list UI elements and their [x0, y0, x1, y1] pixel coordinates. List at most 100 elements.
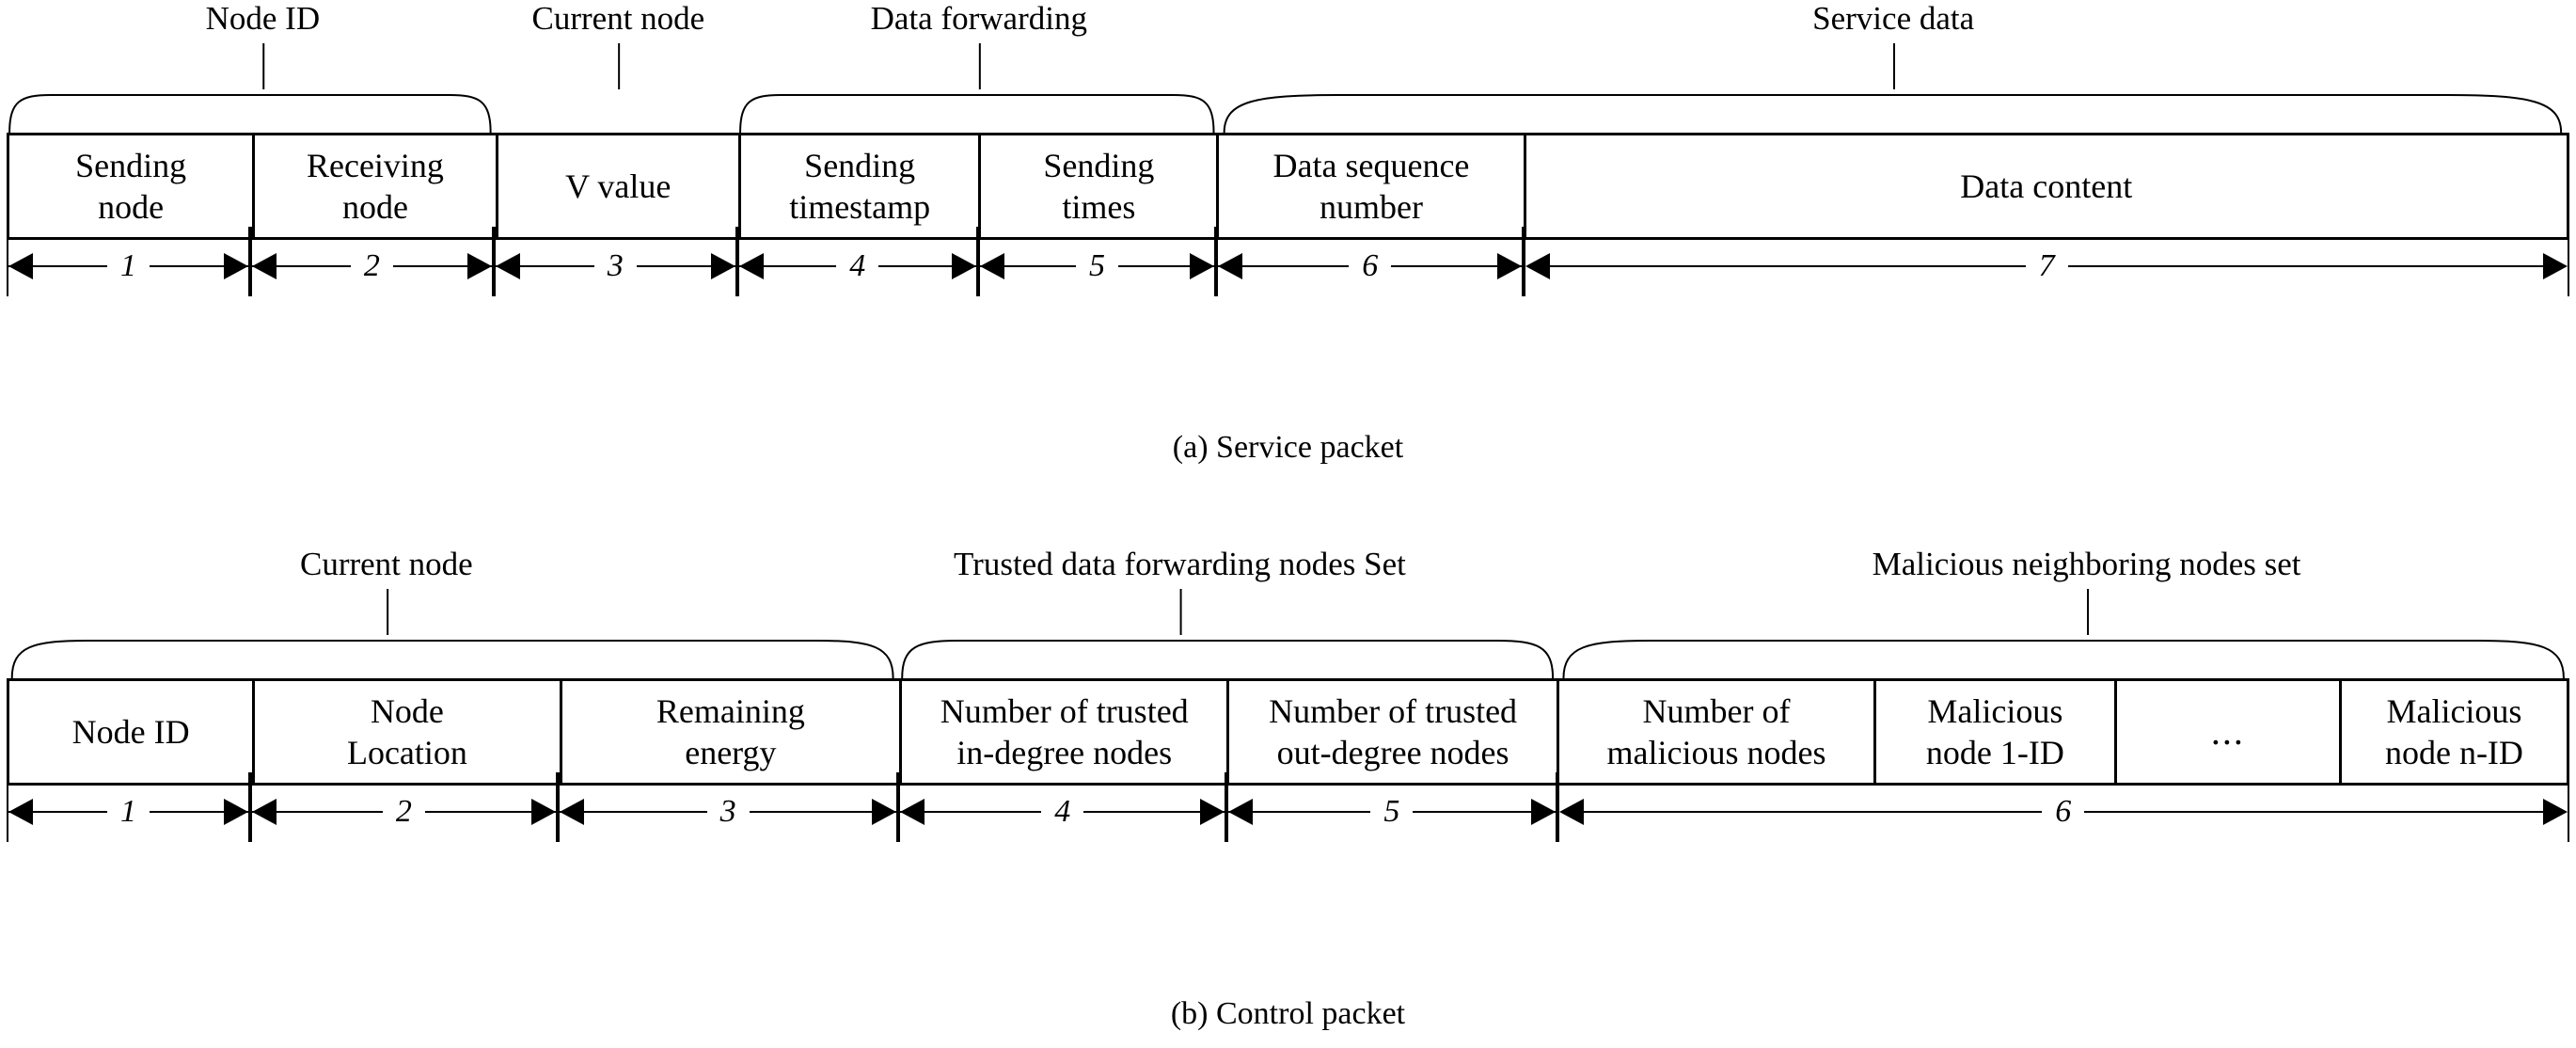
dimension-tick — [7, 772, 8, 842]
dimension-measure: 3 — [557, 772, 899, 842]
dimension-tick — [2567, 772, 2569, 842]
dimension-tick — [491, 227, 494, 296]
dimension-tick — [1524, 227, 1526, 296]
group-brace — [7, 635, 898, 678]
dimension-tick — [247, 772, 250, 842]
group-label-text: Service data — [1812, 0, 1975, 37]
leader-line — [2086, 589, 2089, 635]
dimension-measure: 2 — [249, 772, 558, 842]
control-packet-group-labels: Current node Trusted data forwarding node… — [0, 546, 2576, 635]
leader-line — [618, 43, 621, 89]
arrowhead-right-icon — [1200, 799, 1225, 825]
dimension-tick — [2567, 227, 2569, 296]
arrowhead-left-icon — [1558, 799, 1584, 825]
dimension-number: 6 — [1349, 249, 1392, 283]
arrowhead-right-icon — [466, 253, 492, 279]
arrowhead-right-icon — [223, 799, 248, 825]
dimension-measure: 6 — [1216, 227, 1525, 296]
group-label: Data forwarding — [870, 0, 1087, 89]
dimension-measure: 7 — [1524, 227, 2569, 296]
group-brace — [1557, 635, 2569, 678]
leader-line — [386, 589, 388, 635]
dimension-tick — [249, 772, 252, 842]
arrowhead-left-icon — [559, 799, 584, 825]
group-label: Malicious neighboring nodes set — [1872, 546, 2301, 635]
dimension-tick — [896, 772, 899, 842]
leader-line — [1893, 43, 1896, 89]
arrowhead-right-icon — [223, 253, 248, 279]
arrowhead-left-icon — [979, 253, 1004, 279]
arrowhead-right-icon — [530, 799, 556, 825]
arrowhead-left-icon — [1218, 253, 1243, 279]
dimension-tick — [1214, 227, 1217, 296]
service-packet-brace-row — [0, 89, 2576, 133]
dimension-tick — [1225, 772, 1227, 842]
packet-field-cell: Receiving node — [252, 135, 495, 237]
packet-field-cell: Remaining energy — [559, 681, 900, 783]
group-label: Trusted data forwarding nodes Set — [954, 546, 1406, 635]
arrowhead-left-icon — [495, 253, 520, 279]
dimension-measure: 4 — [898, 772, 1227, 842]
dimension-number: 3 — [593, 249, 637, 283]
group-brace — [737, 89, 1217, 133]
arrowhead-right-icon — [2542, 253, 2568, 279]
dimension-measure: 6 — [1557, 772, 2569, 842]
control-packet-brace-row — [0, 635, 2576, 678]
group-label-text: Current node — [531, 0, 705, 37]
dimension-measure: 3 — [493, 227, 737, 296]
arrowhead-right-icon — [1497, 253, 1523, 279]
group-brace — [7, 89, 494, 133]
control-packet-figure: Current node Trusted data forwarding node… — [0, 546, 2576, 1048]
dimension-tick — [557, 772, 560, 842]
group-label-text: Data forwarding — [870, 0, 1087, 37]
arrowhead-right-icon — [951, 253, 976, 279]
service-packet-figure: Node ID Current node Data forwarding Servic… — [0, 0, 2576, 489]
arrowhead-right-icon — [710, 253, 735, 279]
service-packet-caption: (a) Service packet — [1172, 430, 1404, 465]
dimension-tick — [1555, 772, 1557, 842]
packet-field-cell: Node ID — [71, 713, 190, 751]
packet-field-cell: Number of malicious nodes — [1556, 681, 1873, 783]
arrowhead-left-icon — [1525, 253, 1551, 279]
arrowhead-left-icon — [251, 253, 277, 279]
dimension-number: 2 — [382, 795, 425, 829]
leader-line — [262, 43, 265, 89]
dimension-measure: 1 — [7, 227, 250, 296]
control-packet-caption: (b) Control packet — [1170, 996, 1406, 1031]
dimension-tick — [735, 227, 737, 296]
dimension-tick — [493, 227, 496, 296]
dimension-number: 2 — [350, 249, 393, 283]
arrowhead-left-icon — [8, 799, 33, 825]
dimension-measure: 4 — [736, 227, 978, 296]
group-label-text: Node ID — [205, 0, 321, 37]
packet-field-cell: Data content — [1523, 135, 2567, 237]
group-brace — [898, 635, 1557, 678]
packet-field-cell: Sending timestamp — [737, 135, 979, 237]
packet-field-cell: Sending node — [75, 147, 187, 226]
dimension-measure: 5 — [1226, 772, 1557, 842]
dimension-tick — [736, 227, 739, 296]
dimension-tick — [1557, 772, 1559, 842]
dimension-tick — [975, 227, 978, 296]
dimension-number: 5 — [1370, 795, 1414, 829]
group-label-text: Malicious neighboring nodes set — [1872, 546, 2301, 582]
dimension-number: 7 — [2025, 249, 2068, 283]
group-label: Node ID — [205, 0, 321, 89]
packet-field-cell: V value — [495, 135, 738, 237]
dimension-tick — [7, 227, 8, 296]
packet-field-cell: Sending times — [978, 135, 1216, 237]
dimension-tick — [555, 772, 558, 842]
dimension-measure: 5 — [977, 227, 1217, 296]
packet-field-cell: Number of trusted in-degree nodes — [899, 681, 1226, 783]
group-label-text: Trusted data forwarding nodes Set — [954, 546, 1406, 582]
group-label: Current node — [300, 546, 473, 635]
dimension-measure: 2 — [249, 227, 494, 296]
arrowhead-right-icon — [1530, 799, 1556, 825]
dimension-number: 1 — [106, 795, 150, 829]
dimension-number: 1 — [106, 249, 150, 283]
packet-field-cell: ... — [2113, 681, 2339, 783]
packet-field-cell: Data sequence number — [1216, 135, 1523, 237]
